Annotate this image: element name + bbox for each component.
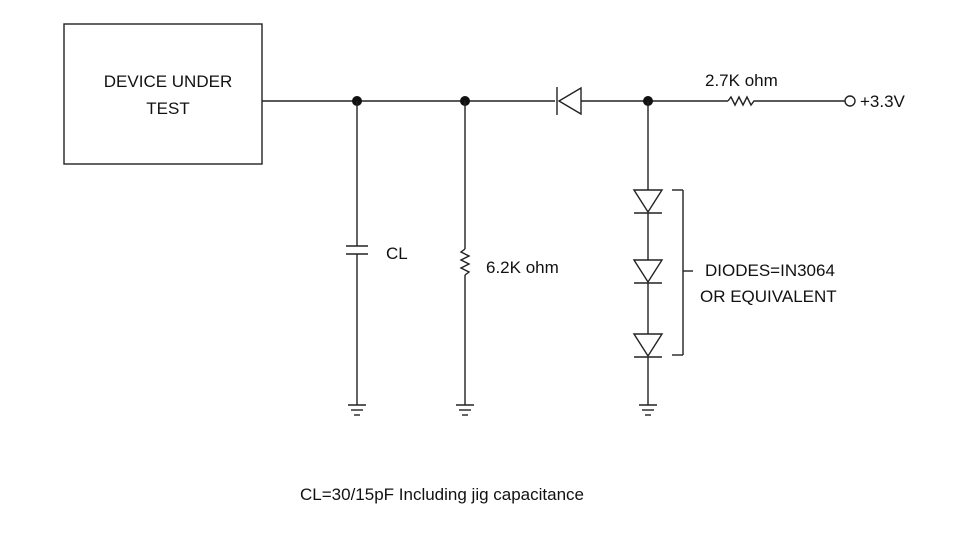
device-under-test-block: DEVICE UNDER TEST bbox=[63, 23, 263, 165]
ground-icon bbox=[348, 404, 366, 416]
diode-icon bbox=[632, 259, 664, 284]
diode-icon bbox=[632, 333, 664, 358]
series-diode-icon bbox=[556, 86, 582, 116]
ground-icon bbox=[639, 404, 657, 416]
shunt-resistor-icon bbox=[459, 248, 471, 276]
diode-icon bbox=[632, 189, 664, 214]
capacitor-label: CL bbox=[386, 244, 408, 263]
dut-label-line2: TEST bbox=[146, 99, 189, 118]
footnote: CL=30/15pF Including jig capacitance bbox=[300, 485, 584, 504]
ground-icon bbox=[456, 404, 474, 416]
series-resistor-icon bbox=[727, 95, 756, 107]
dut-label-line1: DEVICE UNDER bbox=[104, 72, 232, 91]
supply-label: +3.3V bbox=[860, 92, 906, 111]
capacitor-branch bbox=[346, 101, 368, 416]
diodes-label-line1: DIODES=IN3064 bbox=[705, 261, 835, 280]
diode-bracket bbox=[672, 189, 693, 356]
shunt-resistor-label: 6.2K ohm bbox=[486, 258, 559, 277]
diodes-label-line2: OR EQUIVALENT bbox=[700, 287, 837, 306]
supply-terminal-icon bbox=[844, 95, 856, 107]
series-resistor-label: 2.7K ohm bbox=[705, 71, 778, 90]
dut-box bbox=[63, 23, 263, 165]
shunt-resistor-branch bbox=[456, 101, 474, 416]
diode-stack-branch bbox=[632, 101, 664, 416]
